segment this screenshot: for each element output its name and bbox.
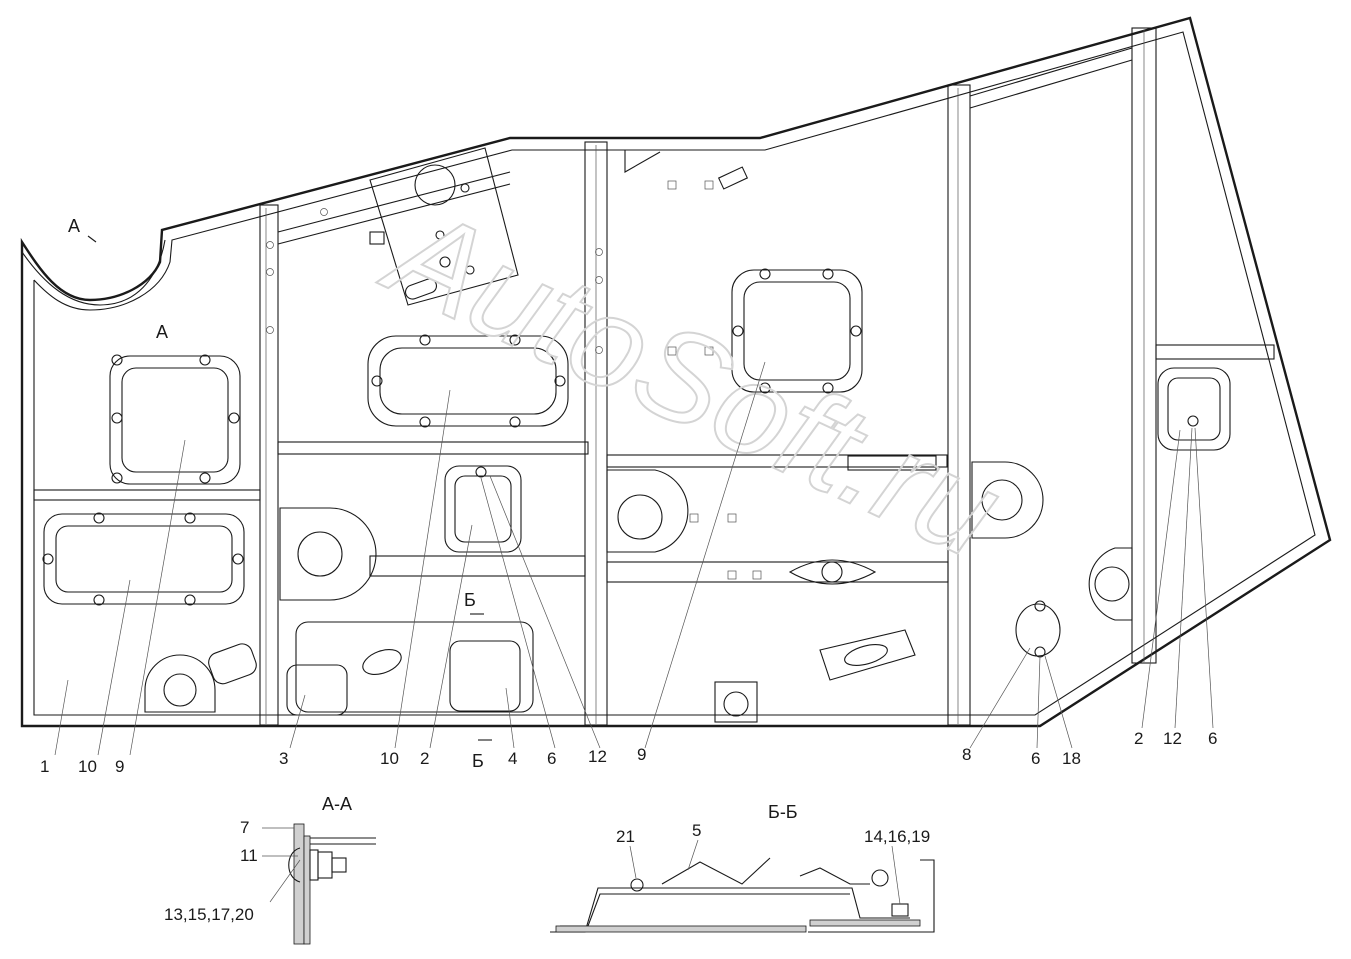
panel-outline <box>20 16 1332 728</box>
callout-6: 6 <box>1208 729 1217 748</box>
callout-2: 2 <box>1134 729 1143 748</box>
callout-2: 2 <box>420 749 429 768</box>
callout-21: 21 <box>616 827 635 846</box>
section-bb-title: Б-Б <box>768 802 798 822</box>
callout-9: 9 <box>115 757 124 776</box>
horizontal-beams <box>33 47 1275 583</box>
callout-14-16-19: 14,16,19 <box>864 827 930 846</box>
callout-12: 12 <box>588 747 607 766</box>
watermark: AutoSoft.ru <box>364 175 1022 585</box>
section-aa: А-А 7 11 13,15,17,20 <box>164 794 376 945</box>
section-bb: Б-Б 21 5 14,16,19 <box>550 802 935 933</box>
callout-3: 3 <box>279 749 288 768</box>
bolt-heads <box>42 268 1199 658</box>
leader-lines <box>54 361 1214 756</box>
callout-8: 8 <box>962 745 971 764</box>
callout-12: 12 <box>1163 729 1182 748</box>
callout-18: 18 <box>1062 749 1081 768</box>
mark-a-top: А <box>68 216 80 236</box>
section-aa-title: А-А <box>322 794 352 814</box>
callout-6: 6 <box>547 749 556 768</box>
callout-1: 1 <box>40 757 49 776</box>
main-callouts: 1 10 9 3 10 2 4 6 12 9 8 6 18 2 12 6 <box>40 729 1217 776</box>
callout-4: 4 <box>508 749 517 768</box>
vertical-members <box>259 27 1157 726</box>
section-marks: А А Б Б <box>68 216 492 771</box>
callout-6: 6 <box>1031 749 1040 768</box>
callout-10: 10 <box>78 757 97 776</box>
mount-plate <box>369 147 519 306</box>
mark-b-top: Б <box>464 590 476 610</box>
callout-7: 7 <box>240 818 249 837</box>
callout-10: 10 <box>380 749 399 768</box>
callout-11: 11 <box>240 846 258 865</box>
callout-9: 9 <box>637 745 646 764</box>
mark-b-bottom: Б <box>472 751 484 771</box>
brackets <box>144 150 1133 723</box>
rivets <box>266 180 762 580</box>
mark-a-detail: А <box>156 322 168 342</box>
callout-13-15-17-20: 13,15,17,20 <box>164 905 254 924</box>
callout-5: 5 <box>692 821 701 840</box>
